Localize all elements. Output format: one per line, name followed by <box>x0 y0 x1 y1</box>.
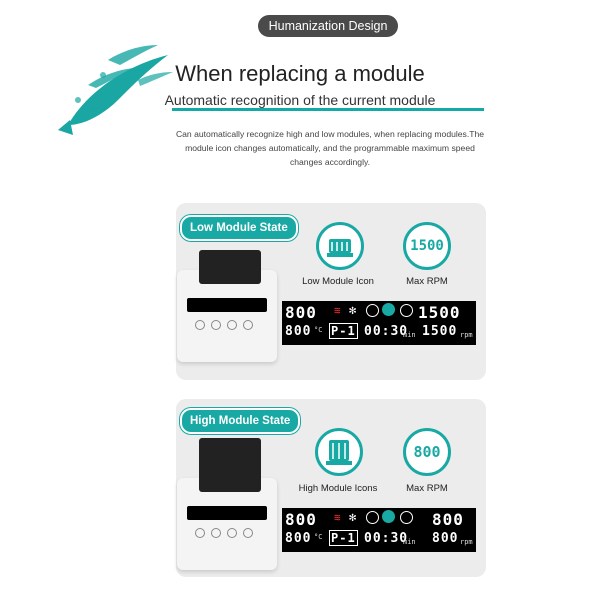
module-icon <box>327 239 353 257</box>
low-max-rpm-label: Max RPM <box>406 276 448 287</box>
low-module-icon <box>316 222 364 270</box>
low-temp-set: 800 <box>285 303 317 322</box>
low-block <box>199 250 261 284</box>
high-rpm-act: 800 <box>432 531 459 546</box>
page-subtitle: Automatic recognition of the current mod… <box>164 92 436 108</box>
snowflake-icon: ✻ <box>349 303 357 317</box>
high-lcd-panel: 800 ≋ ✻ 800 800 °C P-1 00:30 min 800 rpm <box>282 508 476 552</box>
high-max-rpm-badge: 800 <box>403 428 451 476</box>
low-device-buttons <box>187 320 267 330</box>
high-block <box>199 438 261 492</box>
low-time: 00:30 <box>364 324 409 339</box>
low-max-rpm-badge: 1500 <box>403 222 451 270</box>
high-program: P-1 <box>329 530 358 546</box>
high-module-state-label: High Module State <box>180 408 301 434</box>
low-mini-display <box>187 298 267 312</box>
high-module-icon <box>315 428 363 476</box>
low-lcd-panel: 800 ≋ ✻ 1500 800 °C P-1 00:30 min 1500 r… <box>282 301 476 345</box>
high-device-buttons <box>187 528 267 538</box>
low-module-state-label: Low Module State <box>180 215 298 241</box>
heater-icon: ≋ <box>334 511 341 524</box>
page-title: When replacing a module <box>175 61 425 86</box>
high-time: 00:30 <box>364 531 409 546</box>
high-device <box>177 438 277 570</box>
rpm-unit: rpm <box>460 331 473 339</box>
min-unit: min <box>403 538 416 546</box>
humanization-badge: Humanization Design <box>258 15 398 37</box>
module-icon <box>326 440 352 465</box>
low-temp-act: 800 <box>285 324 312 339</box>
high-temp-act: 800 <box>285 531 312 546</box>
module-icon <box>382 510 395 523</box>
high-max-rpm-value: 800 <box>413 443 441 461</box>
heater-icon: ≋ <box>334 304 341 317</box>
low-program: P-1 <box>329 323 358 339</box>
min-unit: min <box>403 331 416 339</box>
high-rpm-set: 800 <box>432 510 464 529</box>
celsius-unit: °C <box>314 326 323 334</box>
timer-icon <box>366 304 379 317</box>
clock-icon <box>400 304 413 317</box>
subtitle-underline <box>172 108 484 111</box>
low-rpm-act: 1500 <box>422 324 458 339</box>
snowflake-icon: ✻ <box>349 510 357 524</box>
low-device <box>177 250 277 362</box>
high-temp-set: 800 <box>285 510 317 529</box>
rpm-unit: rpm <box>460 538 473 546</box>
low-max-rpm-value: 1500 <box>410 238 444 254</box>
description: Can automatically recognize high and low… <box>175 129 485 167</box>
low-module-icon-label: Low Module Icon <box>302 276 374 287</box>
module-icon <box>382 303 395 316</box>
high-max-rpm-label: Max RPM <box>406 483 448 494</box>
low-rpm-set: 1500 <box>418 303 461 322</box>
high-mini-display <box>187 506 267 520</box>
celsius-unit: °C <box>314 533 323 541</box>
fish-logo <box>58 45 173 135</box>
high-module-icon-label: High Module Icons <box>298 483 378 494</box>
timer-icon <box>366 511 379 524</box>
clock-icon <box>400 511 413 524</box>
